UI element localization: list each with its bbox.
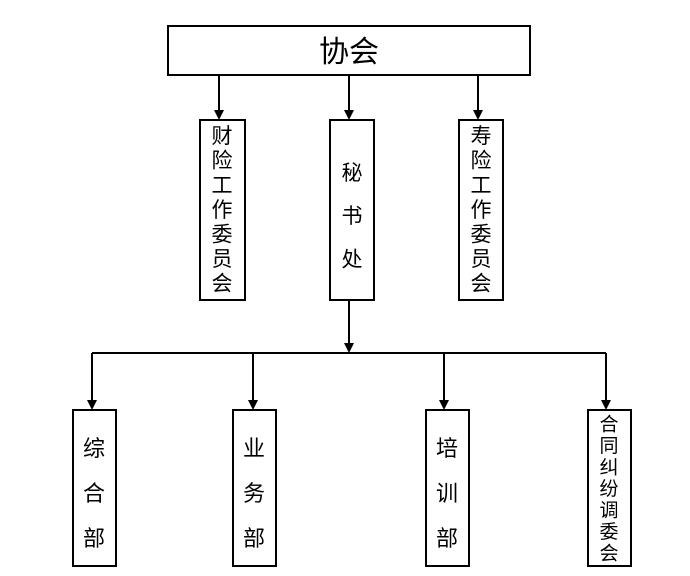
label-character: 会 [599,542,618,564]
life-insurance-committee-label: 寿险工作委员会 [471,124,492,295]
label-character: 作 [471,198,492,222]
business-department-node: 业务部 [232,409,277,567]
life-insurance-committee-node: 寿险工作委员会 [458,119,504,301]
contract-dispute-mediation-committee-node: 合同纠纷调委会 [587,409,632,567]
label-character: 务 [243,482,265,507]
committee-nodes: 财险工作委员会 秘书处 寿险工作委员会 [199,119,504,301]
business-department-box [232,409,277,567]
secretariat-box [329,119,375,301]
contract-dispute-mediation-committee-box [587,409,632,567]
label-character: 员 [212,247,233,271]
label-character: 处 [342,248,363,272]
label-character: 委 [212,223,233,247]
general-department-label: 综合部 [83,437,105,552]
root-node: 协会 [167,25,531,76]
general-department-box [72,409,117,567]
training-department-label: 培训部 [436,437,458,552]
root-node-box [167,25,531,76]
label-character: 险 [212,149,233,173]
contract-dispute-mediation-committee-label: 合同纠纷调委会 [599,414,618,565]
label-character: 书 [342,204,363,228]
arrow-root-to-secretariat [344,110,354,120]
label-character: 委 [471,223,492,247]
arrow-branch-to-mediation-committee [601,400,611,410]
label-character: 作 [212,198,233,222]
label-character: 合 [599,414,618,436]
department-nodes: 综合部 业务部 培训部 合同纠纷调委会 [72,409,632,567]
life-insurance-committee-box [458,119,504,301]
arrow-secretariat-to-branch [344,343,354,353]
label-character: 纷 [599,478,618,500]
label-character: 财 [212,124,233,148]
general-department-node: 综合部 [72,409,117,567]
training-department-box [425,409,470,567]
label-character: 工 [471,173,492,197]
business-department-label: 业务部 [243,437,265,552]
label-character: 纠 [599,457,618,479]
label-character: 调 [599,499,618,521]
arrow-root-to-life-committee [473,110,483,120]
label-character: 部 [436,527,458,552]
root-node-label: 协会 [319,35,379,70]
arrow-branch-to-general-department [87,400,97,410]
label-character: 寿 [471,124,492,148]
label-character: 员 [471,247,492,271]
label-character: 同 [599,435,618,457]
label-character: 险 [471,149,492,173]
arrow-root-to-property-committee [214,110,224,120]
label-character: 会 [471,272,492,296]
secretariat-node: 秘书处 [329,119,375,301]
arrow-branch-to-training-department [439,400,449,410]
property-insurance-committee-node: 财险工作委员会 [199,119,246,301]
connectors [87,75,611,410]
label-character: 秘 [342,161,363,185]
label-character: 合 [83,482,105,507]
label-character: 部 [243,527,265,552]
label-character: 训 [436,482,458,507]
label-character: 部 [83,527,105,552]
label-character: 工 [212,173,233,197]
property-insurance-committee-label: 财险工作委员会 [212,124,233,295]
label-character: 会 [212,272,233,296]
training-department-node: 培训部 [425,409,470,567]
label-character: 综 [83,437,105,462]
label-character: 业 [243,437,265,462]
secretariat-label: 秘书处 [342,161,363,272]
label-character: 委 [599,521,618,543]
property-insurance-committee-box [199,119,246,301]
label-character: 培 [436,437,458,462]
arrow-branch-to-business-department [248,400,258,410]
